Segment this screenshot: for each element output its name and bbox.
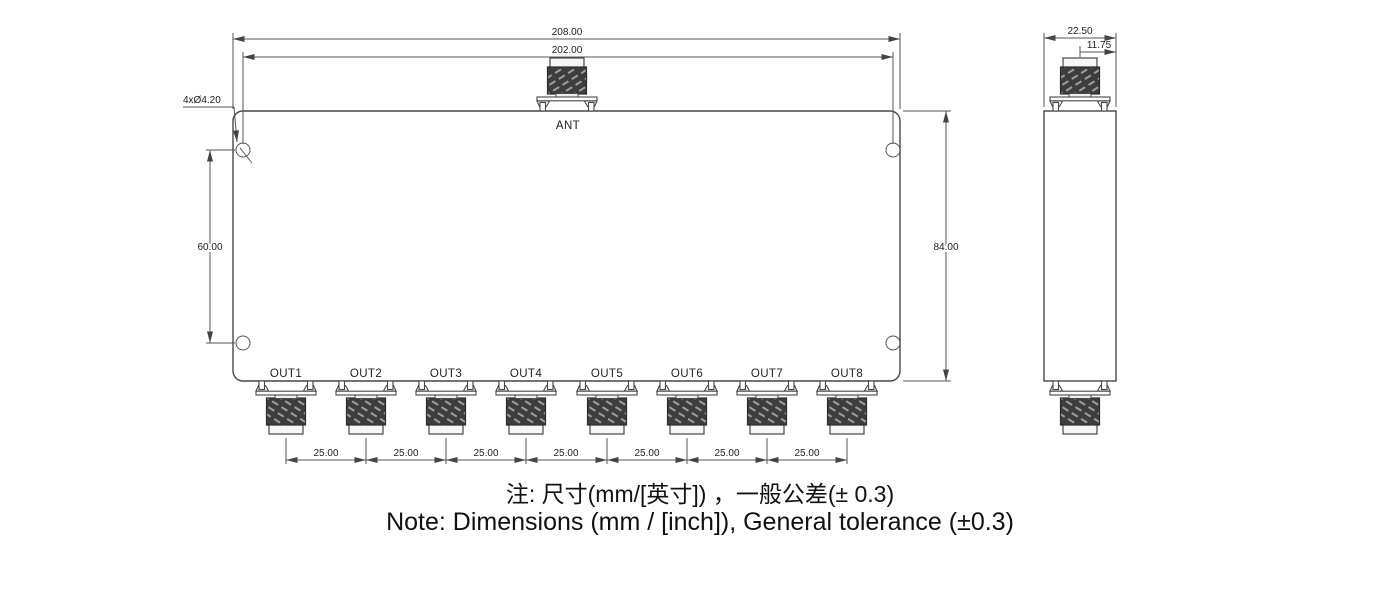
pitch-label-3: 25.00	[473, 448, 498, 459]
out5-connector	[576, 380, 638, 435]
pitch-label-5: 25.00	[634, 448, 659, 459]
dimension-hole-span-vertical: 60.00	[195, 149, 235, 344]
mount-hole-bottom-right	[885, 335, 901, 351]
pitch-label-7: 25.00	[794, 448, 819, 459]
pitch-label-2: 25.00	[393, 448, 418, 459]
pitch-label-4: 25.00	[553, 448, 578, 459]
ant-label: ANT	[556, 120, 580, 132]
out4-label: OUT4	[510, 368, 542, 380]
front-view: ANT OUT1 OUT2 OUT3 OUT4 OUT5 OUT6 OUT7 O…	[232, 57, 901, 435]
note-line-chinese: 注: 尺寸(mm/[英寸]) ，一般公差(± 0.3)	[505, 481, 895, 507]
side-top-connector	[1049, 57, 1111, 112]
out7-label: OUT7	[751, 368, 783, 380]
side-view	[1043, 57, 1117, 435]
mount-hole-bottom-left	[235, 335, 251, 351]
dimension-output-pitch-chain: 25.00 25.00 25.00 25.00 25.00 25.00 25.0…	[285, 438, 848, 464]
out1-label: OUT1	[270, 368, 302, 380]
dim-2250-label: 22.50	[1067, 26, 1092, 37]
dim-60-label: 60.00	[197, 242, 222, 253]
hole-callout-label: 4xØ4.20	[183, 95, 221, 106]
dim-208-label: 208.00	[552, 27, 583, 38]
front-body-outline	[232, 110, 901, 382]
ant-connector	[536, 57, 598, 112]
dim-202-label: 202.00	[552, 45, 583, 56]
dimension-total-width: 208.00	[232, 27, 901, 109]
output-connectors	[255, 380, 878, 435]
dimension-depth: 22.50	[1043, 26, 1117, 107]
notes-block: 注: 尺寸(mm/[英寸]) ，一般公差(± 0.3) Note: Dimens…	[0, 481, 1400, 536]
dimension-hole-span-horizontal: 202.00	[242, 45, 894, 144]
out6-connector	[656, 380, 718, 435]
out8-label: OUT8	[831, 368, 863, 380]
output-labels: OUT1 OUT2 OUT3 OUT4 OUT5 OUT6 OUT7 OUT8	[270, 368, 863, 380]
out7-connector	[736, 380, 798, 435]
out8-connector	[816, 380, 878, 435]
side-body-outline	[1043, 110, 1117, 382]
dimension-connector-offset: 11.75	[1079, 40, 1116, 57]
out5-label: OUT5	[591, 368, 623, 380]
out1-connector	[255, 380, 317, 435]
dim-1175-label: 11.75	[1087, 40, 1112, 51]
hole-callout: 4xØ4.20	[183, 95, 253, 164]
out3-connector	[415, 380, 477, 435]
out2-label: OUT2	[350, 368, 382, 380]
pitch-label-1: 25.00	[313, 448, 338, 459]
dim-84-label: 84.00	[933, 242, 958, 253]
dimension-height: 84.00	[903, 110, 961, 382]
out3-label: OUT3	[430, 368, 462, 380]
pitch-label-6: 25.00	[714, 448, 739, 459]
note-line-english: Note: Dimensions (mm / [inch]), General …	[386, 508, 1014, 536]
side-bottom-connector	[1049, 380, 1111, 435]
out4-connector	[495, 380, 557, 435]
out2-connector	[335, 380, 397, 435]
out6-label: OUT6	[671, 368, 703, 380]
